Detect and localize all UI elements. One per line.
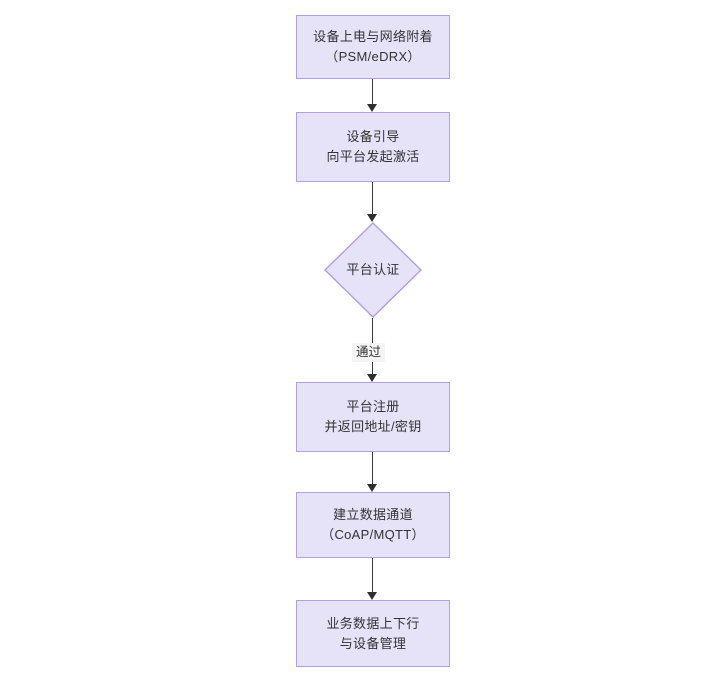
flow-node-business-data-and-device-management[interactable]: 业务数据上下行 与设备管理: [296, 600, 450, 667]
flow-node-device-bootstrap[interactable]: 设备引导 向平台发起激活: [296, 112, 450, 182]
flow-node-device-power-on[interactable]: 设备上电与网络附着 （PSM/eDRX）: [296, 15, 450, 79]
diamond-shape-icon: [324, 222, 422, 318]
connector-n1-n2: [372, 79, 373, 104]
edge-label-pass: 通过: [352, 343, 386, 362]
arrowhead-icon-n2-n3: [367, 214, 377, 222]
flow-node-line-1: 平台认证: [346, 262, 400, 277]
flow-node-line-1: 业务数据上下行: [326, 615, 420, 631]
flow-node-line-2: （CoAP/MQTT）: [321, 527, 425, 542]
flow-node-line-2: 与设备管理: [339, 635, 407, 651]
flow-node-line-1: 平台注册: [346, 399, 400, 414]
arrowhead-icon-n1-n2: [367, 104, 377, 112]
flow-node-platform-register[interactable]: 平台注册 并返回地址/密钥: [296, 382, 450, 452]
connector-n4-n5: [372, 452, 373, 485]
connector-n5-n6: [372, 558, 373, 593]
flow-node-line-2: 向平台发起激活: [326, 149, 420, 164]
arrowhead-icon-n5-n6: [367, 592, 377, 600]
flow-node-line-1: 建立数据通道: [333, 507, 413, 522]
flow-node-line-2: （PSM/eDRX）: [325, 49, 421, 64]
connector-n2-n3: [372, 182, 373, 215]
arrowhead-icon-n3-n4: [367, 374, 377, 382]
flow-node-line-1: 设备上电与网络附着: [313, 29, 433, 44]
flow-node-line-1: 设备引导: [346, 129, 400, 144]
flow-node-platform-auth-decision[interactable]: 平台认证: [324, 222, 422, 318]
arrowhead-icon-n4-n5: [367, 484, 377, 492]
flow-node-establish-data-channel[interactable]: 建立数据通道 （CoAP/MQTT）: [296, 492, 450, 558]
flow-node-line-2: 并返回地址/密钥: [324, 419, 422, 434]
